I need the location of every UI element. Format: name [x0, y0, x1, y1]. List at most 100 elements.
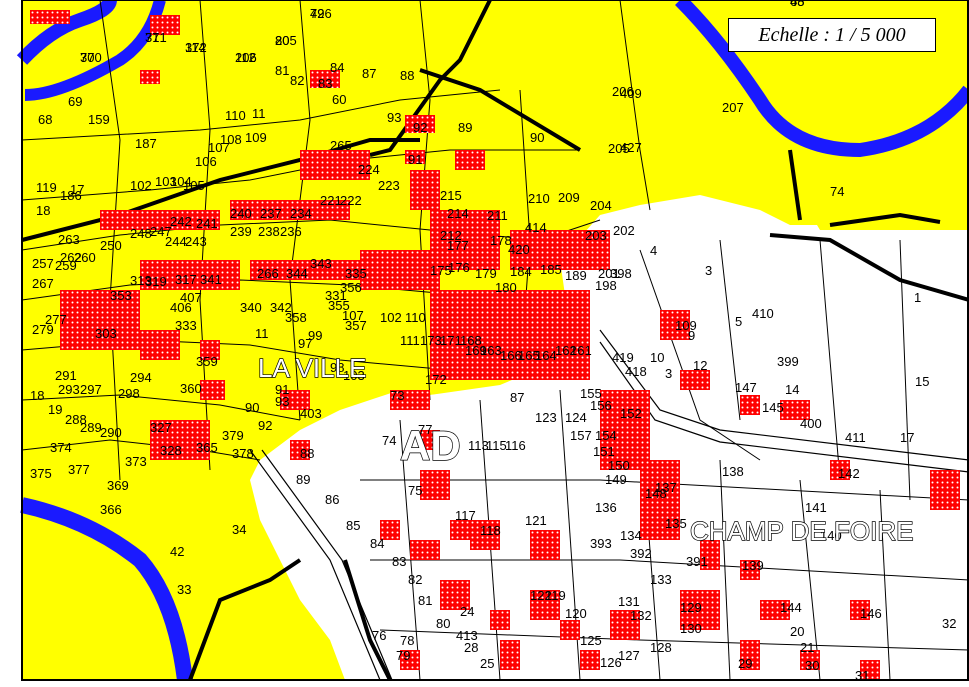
parcel-number: 291: [55, 368, 77, 383]
parcel-number: 133: [650, 572, 672, 587]
parcel-number: 79: [396, 648, 410, 663]
parcel-number: 335: [345, 266, 367, 281]
parcel-number: 93: [275, 394, 289, 409]
parcel-number: 260: [74, 250, 96, 265]
parcel-number: 290: [100, 425, 122, 440]
parcel-number: 140: [820, 528, 842, 543]
parcel-number: 277: [45, 312, 67, 327]
parcel-number: 186: [60, 188, 82, 203]
parcel-number: 392: [630, 546, 652, 561]
parcel-number: 82: [290, 73, 304, 88]
parcel-number: 150: [608, 458, 630, 473]
parcel-number: 250: [100, 238, 122, 253]
parcel-number: 89: [296, 472, 310, 487]
parcel-number: 162: [555, 343, 577, 358]
parcel-number: 239: [230, 224, 252, 239]
parcel-number: 210: [528, 191, 550, 206]
parcel-number: 357: [345, 318, 367, 333]
parcel-number: 426: [310, 6, 332, 21]
parcel-number: 83: [392, 554, 406, 569]
parcel-number: 375: [30, 466, 52, 481]
parcel-number: 118: [480, 523, 501, 538]
parcel-number: 333: [175, 318, 197, 333]
parcel-number: 247: [150, 224, 172, 239]
parcel-number: 21: [800, 640, 814, 655]
parcel-number: 206: [612, 84, 634, 99]
parcel-number: 135: [665, 516, 687, 531]
parcel-number: 236: [280, 224, 302, 239]
white-area-east: [585, 210, 969, 505]
parcel-number: 107: [342, 308, 364, 323]
parcel-number: 241: [196, 216, 218, 231]
parcel-number: 79: [310, 6, 324, 21]
parcel-number: 147: [735, 380, 757, 395]
parcel-number: 19: [48, 402, 62, 417]
parcel-number: 146: [860, 606, 882, 621]
parcel-number: 178: [490, 233, 512, 248]
parcel-number: 356: [340, 280, 362, 295]
parcel-number: 156: [590, 398, 612, 413]
parcel-number: 109: [245, 130, 267, 145]
parcel-number: 398: [610, 266, 632, 281]
parcel-number: 104: [170, 174, 192, 189]
parcel-number: 205: [608, 141, 630, 156]
parcel-number: 341: [200, 272, 222, 287]
parcel-number: 399: [777, 354, 799, 369]
parcel-number: 121: [525, 513, 547, 528]
parcel-number: 119: [36, 180, 57, 195]
section-code-label: AD: [400, 422, 461, 469]
parcel-number: 130: [680, 621, 702, 636]
parcel-number: 10: [650, 350, 664, 365]
parcel-number: 132: [630, 608, 652, 623]
parcel-number: 114: [185, 40, 206, 55]
parcel-number: 1: [914, 290, 921, 305]
parcel-number: 319: [145, 274, 167, 289]
parcel-number: 98: [330, 360, 344, 375]
parcel-number: 293: [58, 382, 80, 397]
parcel-number: 212: [440, 228, 462, 243]
parcel-number: 222: [340, 193, 362, 208]
river-southwest: [20, 497, 193, 681]
parcel-number: 179: [475, 266, 497, 281]
parcel-number: 313: [130, 273, 152, 288]
parcel-number: 327: [150, 420, 172, 435]
parcel-number: 125: [580, 633, 602, 648]
parcel-number: 406: [170, 300, 192, 315]
parcel-number: 126: [600, 655, 622, 670]
parcel-number: 180: [495, 280, 517, 295]
parcel-number: 88: [400, 68, 414, 83]
map-frame: [21, 0, 969, 681]
parcel-number: 155: [580, 386, 602, 401]
parcel-number: 92: [258, 418, 272, 433]
parcel-number: 134: [620, 528, 642, 543]
parcel-number: 198: [595, 278, 617, 293]
parcel-number: 202: [613, 223, 635, 238]
parcel-number: 87: [510, 390, 524, 405]
parcel-number: 15: [915, 374, 929, 389]
parcel-number: 14: [785, 382, 799, 397]
parcel-number: 17: [70, 182, 84, 197]
parcel-number: 317: [175, 272, 197, 287]
parcel-number: 177: [447, 238, 469, 253]
parcel-number: 209: [558, 190, 580, 205]
parcel-number: 221: [320, 193, 342, 208]
parcel-number: 106: [195, 154, 217, 169]
parcel-number: 266: [257, 266, 279, 281]
parcel-number: 70: [80, 50, 94, 65]
parcel-number: 344: [286, 266, 308, 281]
parcel-number: 243: [185, 234, 207, 249]
parcel-number: 224: [358, 162, 380, 177]
parcel-number: 92: [413, 120, 427, 135]
parcel-number: 90: [245, 400, 259, 415]
parcel-number: 74: [382, 433, 396, 448]
parcel-number: 122: [530, 588, 552, 603]
parcel-number: 152: [620, 406, 642, 421]
parcel-number: 175: [430, 263, 452, 278]
parcel-number: 45: [790, 0, 804, 9]
parcel-number: 17: [900, 430, 914, 445]
parcel-number: 204: [590, 198, 612, 213]
parcel-number: 83: [318, 76, 332, 91]
parcel-number: 374: [50, 440, 72, 455]
